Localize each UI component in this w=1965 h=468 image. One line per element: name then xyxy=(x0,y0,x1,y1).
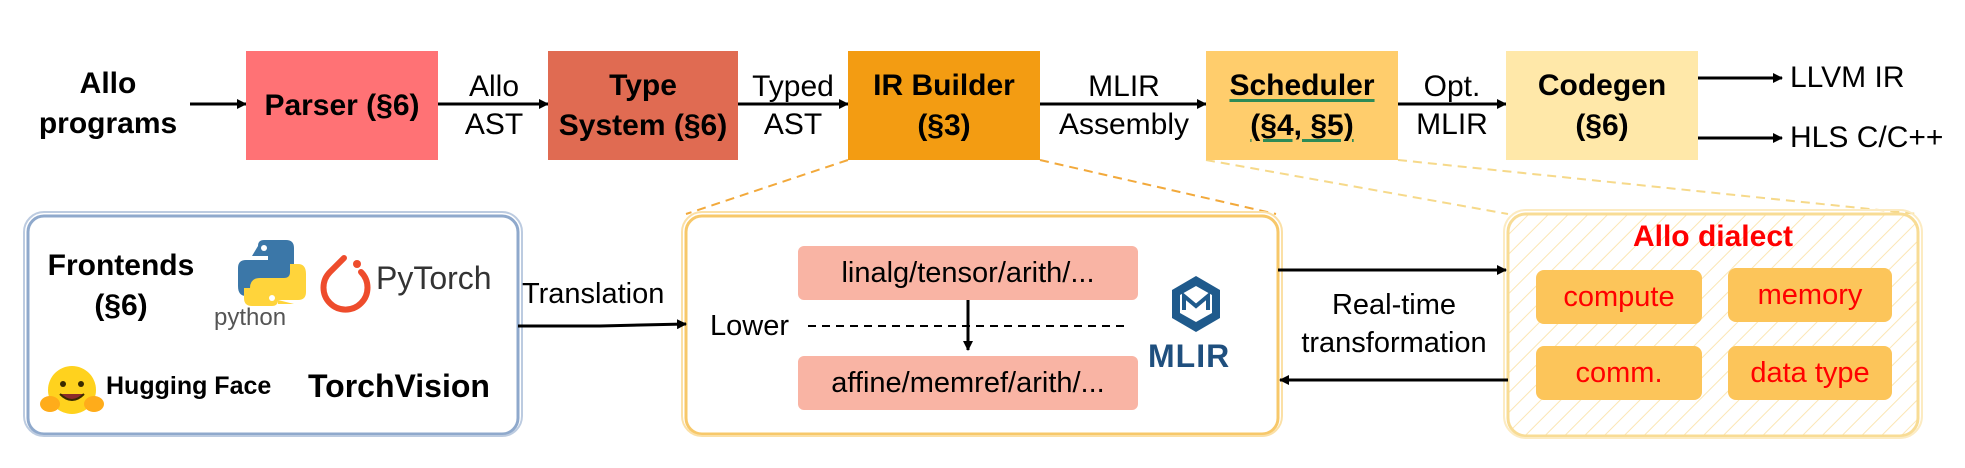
stage-type-system: Type System (§6) xyxy=(548,51,738,160)
output-llvm-ir: LLVM IR xyxy=(1790,61,1905,94)
edge-label-typed-ast: Typed AST xyxy=(752,70,834,141)
stage-type-system-label: Type System (§6) xyxy=(558,68,728,142)
stage-codegen-label: Codegen (§6) xyxy=(1537,68,1667,142)
zoom-line-sched-left xyxy=(1205,159,1509,215)
stage-parser: Parser (§6) xyxy=(246,51,438,160)
mlir-upper-dialects: linalg/tensor/arith/... xyxy=(798,246,1138,300)
stage-scheduler-label: Scheduler (§4, §5) xyxy=(1229,68,1375,142)
stage-scheduler: Scheduler (§4, §5) xyxy=(1206,51,1398,160)
mlir-logo-icon xyxy=(1172,276,1220,332)
edge-label-mlir-assembly: MLIR Assembly xyxy=(1058,70,1190,141)
python-logo-icon xyxy=(238,240,306,306)
feedback-label: Real-time transformation xyxy=(1301,289,1487,359)
dialect-comm: comm. xyxy=(1536,346,1702,400)
zoom-line-ir-right xyxy=(1039,159,1277,215)
output-hls: HLS C/C++ xyxy=(1790,121,1944,154)
mlir-lower-dialects: affine/memref/arith/... xyxy=(798,356,1138,410)
lower-label: Lower xyxy=(710,310,793,343)
zoom-line-sched-right xyxy=(1397,159,1919,215)
allo-dialect-title: Allo dialect xyxy=(1632,220,1794,253)
stage-ir-builder: IR Builder (§3) xyxy=(848,51,1040,160)
pytorch-logo-icon xyxy=(320,255,371,313)
python-logo-text: python xyxy=(214,304,287,331)
stage-parser-label: Parser (§6) xyxy=(264,88,420,122)
edge-label-opt-mlir: Opt. MLIR xyxy=(1416,70,1488,141)
pytorch-logo-text: PyTorch xyxy=(376,260,492,296)
stage-ir-builder-label: IR Builder (§3) xyxy=(873,68,1015,142)
edge-label-allo-ast: Allo AST xyxy=(464,70,524,141)
torchvision-logo-text: TorchVision xyxy=(308,368,490,404)
frontends-title: Frontends (§6) xyxy=(47,249,195,322)
zoom-line-ir-left xyxy=(685,159,849,215)
translation-label: Translation xyxy=(522,278,665,310)
hugging-face-icon xyxy=(40,366,104,414)
dialect-data-type: data type xyxy=(1728,346,1892,400)
stage-codegen: Codegen (§6) xyxy=(1506,51,1698,160)
mlir-logo-text: MLIR xyxy=(1148,338,1231,374)
input-label: Allo programs xyxy=(38,67,178,140)
dialect-memory: memory xyxy=(1728,268,1892,322)
arrow-translation xyxy=(518,319,687,330)
dialect-compute: compute xyxy=(1536,270,1702,324)
hugging-face-logo-text: Hugging Face xyxy=(106,372,272,400)
